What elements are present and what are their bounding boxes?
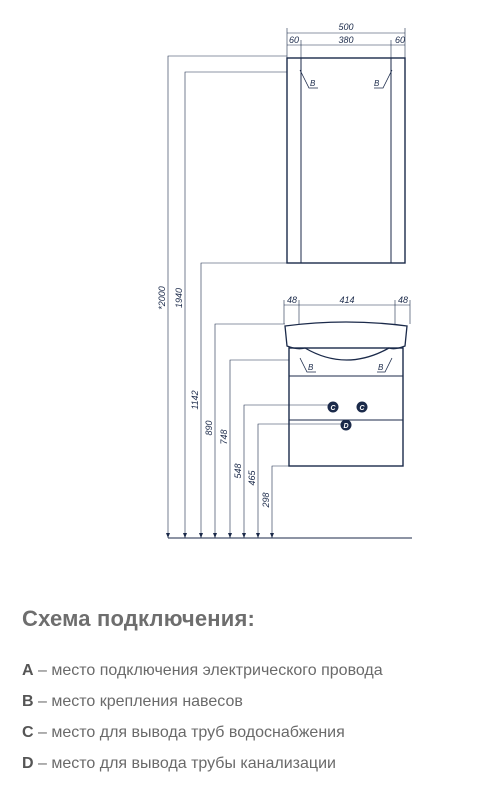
height-298-label: 298 (261, 492, 271, 508)
legend-key: C (22, 724, 34, 741)
legend-text: – место для вывода трубы канализации (33, 755, 336, 772)
dim-465-line (257, 423, 343, 538)
water-connection-c-2 (356, 401, 368, 413)
dim-298-line (271, 465, 289, 538)
mirror-side-right-label: 60 (395, 35, 405, 45)
mirror-center-label: 380 (338, 35, 353, 45)
dim-1940-line (184, 71, 287, 538)
legend-key: A (22, 662, 34, 679)
dim-1142-line (200, 262, 287, 538)
sink-side-right-label: 48 (398, 295, 408, 305)
mirror-width-label: 500 (338, 22, 353, 32)
legend-list: A – место подключения электрического про… (22, 655, 383, 779)
drain-connection-d (340, 419, 352, 431)
legend-text: – место для вывода труб водоснабжения (33, 724, 345, 741)
mount-mark-b-1 (299, 69, 318, 89)
dim-890-line (214, 323, 285, 538)
legend-item: A – место подключения электрического про… (22, 655, 383, 686)
dot-d-label: D (343, 423, 348, 430)
legend-item: C – место для вывода труб водоснабжения (22, 717, 383, 748)
dot-c-label-2: C (359, 405, 365, 412)
sink-side-left-label: 48 (287, 295, 297, 305)
mark-b-label-1: B (310, 79, 316, 88)
height-748-label: 748 (219, 429, 229, 444)
dim-748-line (229, 359, 289, 538)
dim-548-line (243, 404, 330, 538)
mark-b-label-4: B (378, 363, 384, 372)
water-connection-c-1 (327, 401, 339, 413)
height-548-label: 548 (233, 463, 243, 478)
legend-text: – место крепления навесов (33, 693, 243, 710)
legend-text: – место подключения электрического прово… (33, 662, 383, 679)
mount-mark-b-4 (377, 357, 393, 373)
height-465-label: 465 (247, 470, 257, 486)
legend-item: D – место для вывода трубы канализации (22, 748, 383, 779)
dim-2000-line (167, 55, 287, 538)
height-total-label: *2000 (157, 286, 167, 310)
mount-mark-b-2 (374, 69, 393, 89)
mount-mark-b-3 (299, 357, 316, 373)
height-mirror-label: 1940 (174, 288, 184, 308)
floor-arrows (166, 533, 274, 538)
sink-basin (284, 321, 408, 361)
sink-center-label: 414 (339, 295, 354, 305)
legend-key: D (22, 755, 34, 772)
installation-diagram: 500 60 380 60 48 414 48 *2000 1940 1142 … (157, 22, 412, 539)
dot-c-label-1: C (330, 405, 336, 412)
mark-b-label-3: B (308, 363, 314, 372)
mirror-side-left-label: 60 (289, 35, 299, 45)
mark-b-label-2: B (374, 79, 380, 88)
height-890-label: 890 (204, 420, 214, 435)
legend-title: Схема подключения: (22, 606, 256, 631)
vanity-cabinet (288, 347, 404, 467)
legend-item: B – место крепления навесов (22, 686, 383, 717)
mirror-cabinet (286, 57, 406, 264)
legend-key: B (22, 693, 34, 710)
height-sink-label: 1142 (190, 390, 200, 409)
